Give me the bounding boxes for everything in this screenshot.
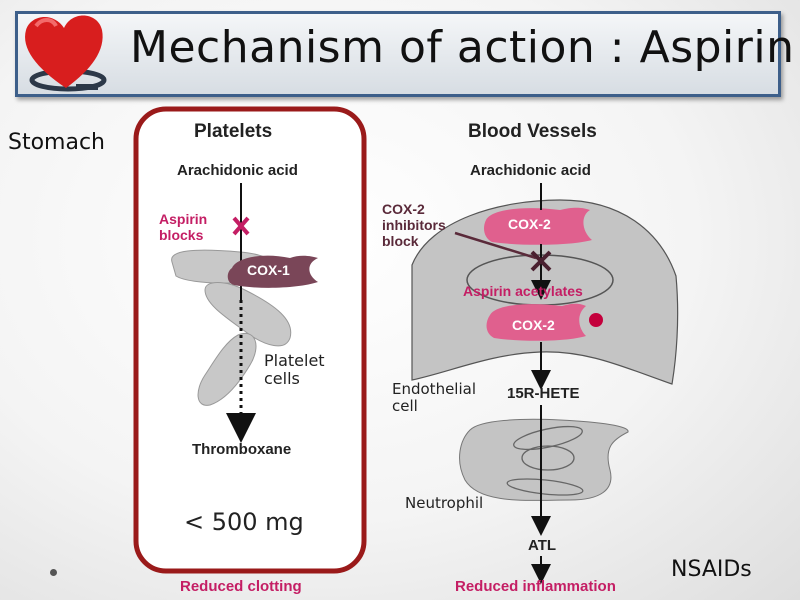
cox2-block-x-icon — [530, 250, 552, 272]
platelets-substrate-label: Arachidonic acid — [177, 162, 298, 179]
platelet-cell — [204, 282, 292, 347]
dose-label: < 500 mg — [184, 508, 304, 536]
slide-title: Mechanism of action : Aspirin — [130, 22, 795, 73]
platelet-word: Platelet — [264, 351, 325, 370]
neutrophil-label: Neutrophil — [405, 494, 484, 512]
aspirin-label: Aspirin — [159, 211, 208, 227]
neutrophil-shape — [459, 418, 629, 501]
inhibitors-word: inhibitors — [382, 217, 446, 233]
nsaids-label: NSAIDs — [671, 557, 752, 582]
cox2-enzyme-shape — [484, 207, 592, 245]
15r-hete-label: 15R-HETE — [507, 385, 580, 402]
reduced-inflammation-label: Reduced inflammation — [455, 578, 616, 595]
title-bar — [15, 11, 781, 97]
block-word: block — [382, 233, 419, 249]
vessels-substrate-label: Arachidonic acid — [470, 162, 591, 179]
cell-word: cell — [392, 397, 418, 415]
aspirin-acetylates-label: Aspirin acetylates — [463, 283, 583, 299]
reduced-clotting-label: Reduced clotting — [180, 578, 302, 595]
thromboxane-label: Thromboxane — [192, 441, 292, 458]
cox2-inhibitors-block-label: COX-2 inhibitors block — [382, 201, 446, 249]
aspirin-blocks-label: Aspirin blocks — [159, 211, 207, 243]
cox1-enzyme-shape — [227, 255, 318, 288]
cox2-acetylated-shape — [486, 303, 586, 341]
cox2-label: COX-2 — [508, 216, 551, 232]
cox1-label: COX-1 — [247, 262, 290, 278]
endothelial-word: Endothelial — [392, 380, 476, 398]
blood-vessels-heading: Blood Vessels — [468, 121, 597, 142]
cox2-acetylated-label: COX-2 — [512, 317, 555, 333]
cells-word: cells — [264, 369, 300, 388]
acetyl-group-icon — [589, 313, 603, 327]
block-x-icon — [232, 216, 250, 236]
atl-label: ATL — [528, 537, 557, 554]
cox2-inhibitor-word: COX-2 — [382, 201, 425, 217]
heart-icon — [25, 15, 107, 92]
bullet-dot — [50, 569, 57, 576]
blocks-label: blocks — [159, 227, 204, 243]
platelet-cells-label: Platelet cells — [264, 352, 325, 388]
stomach-label: Stomach — [8, 130, 106, 155]
endothelial-cell-label: Endothelial cell — [392, 381, 476, 415]
platelets-heading: Platelets — [194, 121, 273, 142]
